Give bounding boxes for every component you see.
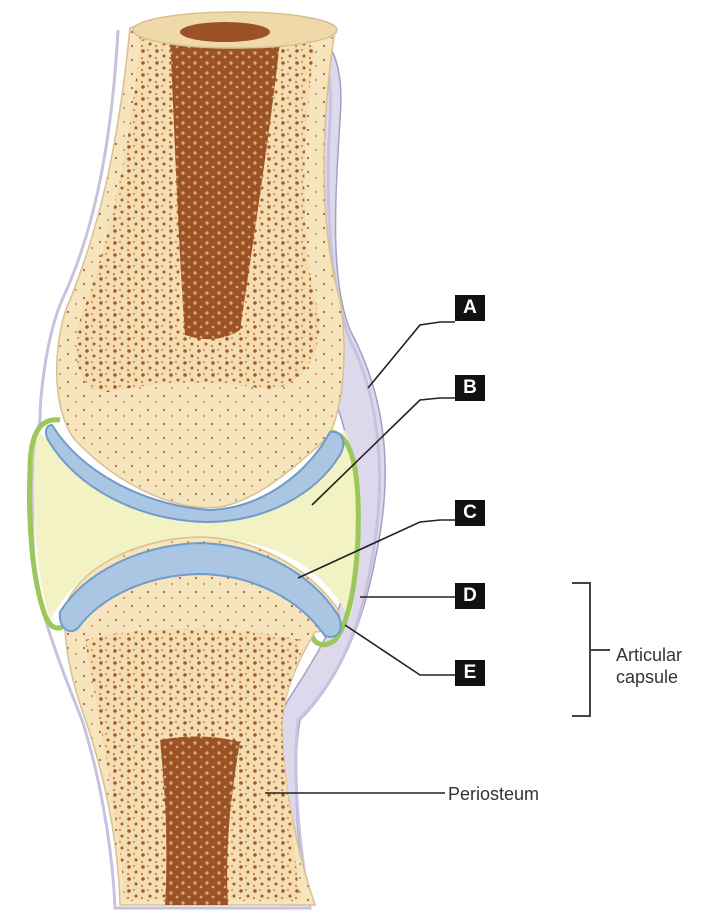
leader-line-e <box>345 625 455 675</box>
label-marker-e: E <box>455 660 485 686</box>
label-marker-a: A <box>455 295 485 321</box>
upper-marrow-cut-face <box>180 22 270 42</box>
leader-line-a <box>368 322 455 388</box>
label-marker-b: B <box>455 375 485 401</box>
articular-capsule-label-line1: Articular <box>616 644 682 666</box>
periosteum-label: Periosteum <box>448 783 539 805</box>
articular-capsule-label-line2: capsule <box>616 666 678 688</box>
label-marker-c: C <box>455 500 485 526</box>
articular-capsule-bracket <box>572 583 590 716</box>
label-marker-d: D <box>455 583 485 609</box>
